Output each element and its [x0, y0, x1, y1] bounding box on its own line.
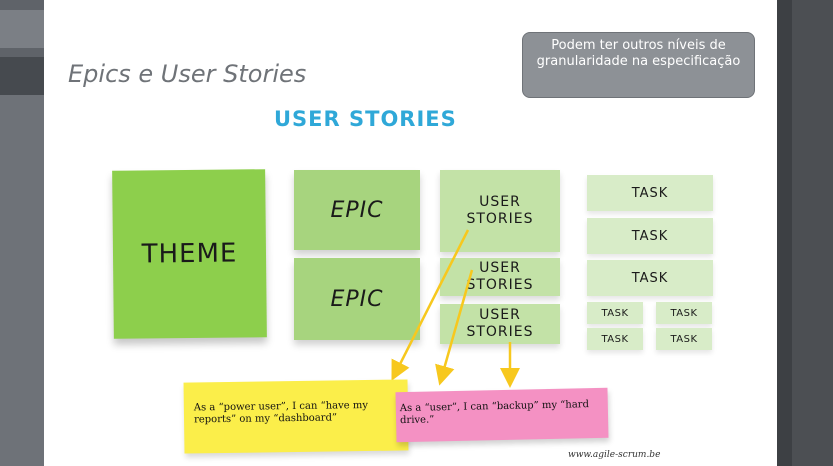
user-story-card: USER STORIES — [440, 258, 560, 296]
user-story-note-pink: As a “user”, I can “backup” my “hard dri… — [395, 387, 609, 443]
vertical-scrollbar[interactable] — [777, 0, 792, 466]
task-card: TASK — [587, 328, 643, 350]
task-label: TASK — [601, 333, 629, 345]
task-card: TASK — [587, 302, 643, 324]
epic-label: EPIC — [330, 197, 384, 223]
theme-card: THEME — [112, 169, 267, 339]
task-card: TASK — [587, 175, 713, 211]
task-card: TASK — [656, 328, 712, 350]
slide-thumbnail-previous[interactable] — [0, 10, 44, 48]
epic-card: EPIC — [294, 258, 420, 340]
user-story-card: USER STORIES — [440, 304, 560, 344]
task-label: TASK — [631, 270, 669, 286]
callout-note: Podem ter outros níveis de granularidade… — [522, 32, 755, 98]
user-story-label: USER STORIES — [466, 260, 534, 293]
task-label: TASK — [601, 307, 629, 319]
user-story-label: USER STORIES — [466, 307, 534, 340]
theme-label: THEME — [141, 238, 238, 270]
task-label: TASK — [631, 185, 669, 201]
task-label: TASK — [670, 333, 698, 345]
slide-title: Epics e User Stories — [68, 60, 307, 88]
epic-card: EPIC — [294, 170, 420, 250]
task-card: TASK — [587, 218, 713, 254]
slide-thumbnail-next[interactable] — [0, 95, 44, 466]
diagram-heading: USER STORIES — [274, 107, 457, 131]
user-story-card: USER STORIES — [440, 170, 560, 252]
user-story-note-yellow: As a “power user”, I can “have my report… — [183, 379, 409, 454]
task-label: TASK — [631, 228, 669, 244]
task-card: TASK — [656, 302, 712, 324]
epic-label: EPIC — [330, 286, 384, 312]
task-card: TASK — [587, 260, 713, 296]
slide-canvas[interactable]: Podem ter outros níveis de granularidade… — [44, 0, 777, 466]
slide-thumbnail-current[interactable] — [0, 57, 44, 95]
task-label: TASK — [670, 307, 698, 319]
user-story-label: USER STORIES — [466, 194, 534, 227]
source-credit: www.agile-scrum.be — [568, 450, 661, 460]
